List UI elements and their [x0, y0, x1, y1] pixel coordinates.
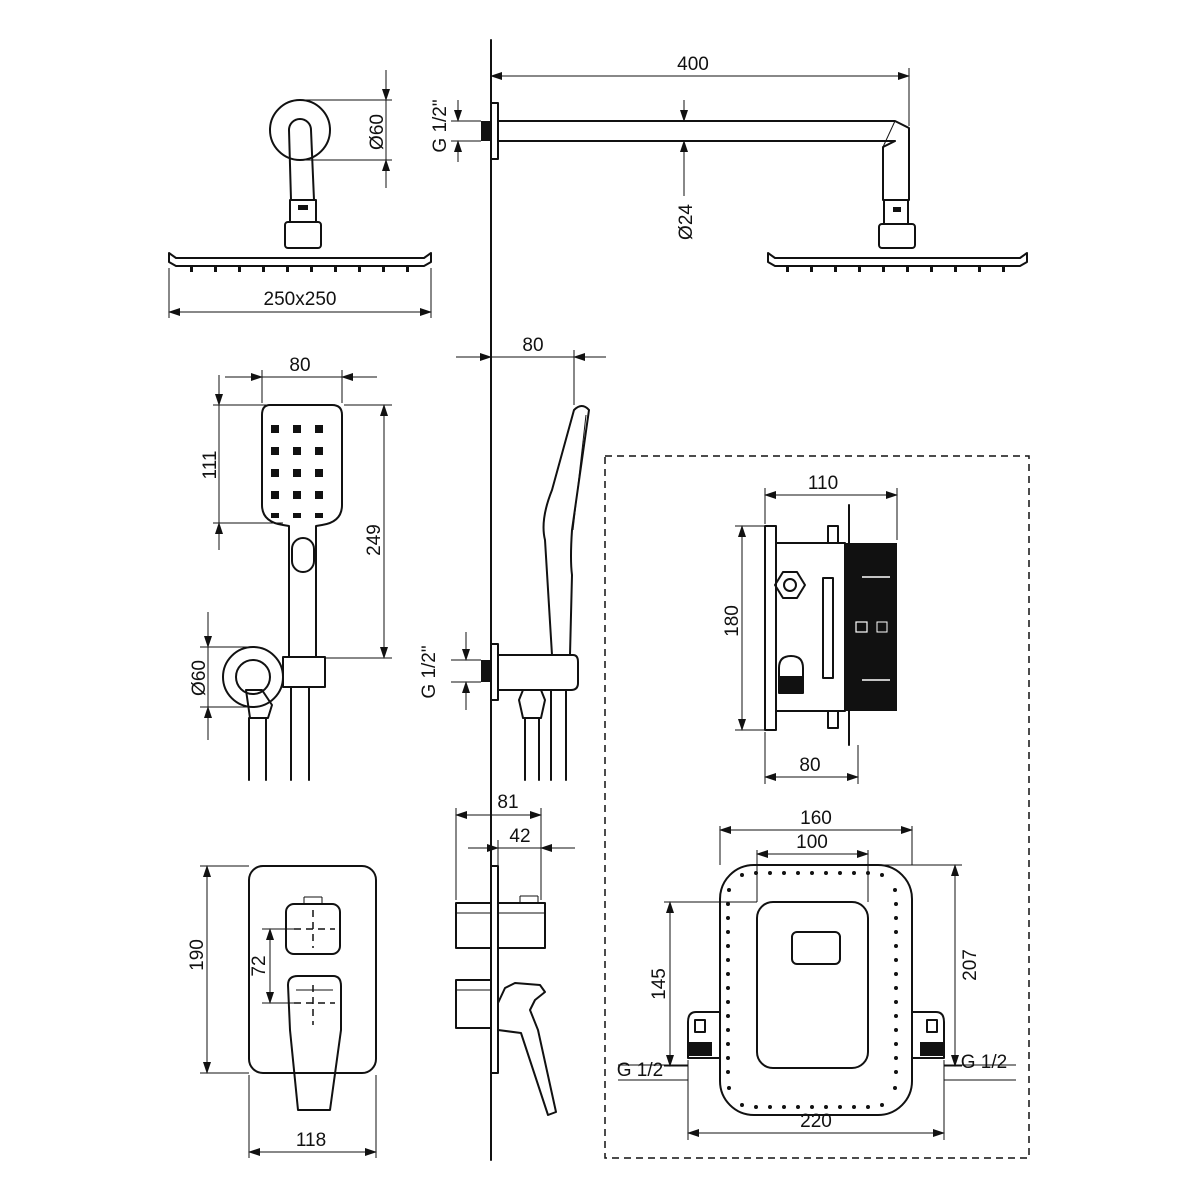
hand-shower-front-view: 80 111 249 Ø60	[189, 355, 392, 781]
body-height-right-label: 207	[960, 949, 981, 981]
hand-thread-label: G 1/2"	[419, 645, 440, 698]
mixer-button-to-lever-label: 72	[249, 955, 270, 976]
hand-total-length-label: 249	[364, 524, 385, 556]
body-front-cover	[756, 901, 869, 1069]
hand-head-height-label: 111	[200, 451, 221, 480]
overhead-arm-diameter-label: Ø24	[676, 204, 697, 240]
body-inlet-left-label: G 1/2	[617, 1060, 663, 1081]
mixer-projection-total-label: 81	[497, 792, 518, 813]
overhead-shower-front-view: Ø60 250x250	[168, 70, 432, 318]
mixer-lever	[287, 975, 342, 1111]
body-depth-label: 110	[808, 473, 838, 494]
mixer-plate-height-label: 190	[187, 939, 208, 971]
body-inlet-right-label: G 1/2	[961, 1052, 1007, 1073]
overhead-front-nozzles	[190, 266, 409, 272]
mixer-trim-side-view: 81 42	[455, 792, 575, 1116]
overhead-flange-diameter-label: Ø60	[367, 114, 388, 150]
overhead-thread-label: G 1/2"	[430, 99, 451, 152]
mixer-plate-width-label: 118	[296, 1130, 326, 1151]
body-depth-min-label: 80	[799, 755, 820, 776]
body-height-label: 180	[722, 605, 743, 637]
hand-shower-nozzle-field	[268, 412, 334, 518]
body-height-left-label: 145	[649, 968, 670, 1000]
concealed-body-front-view: 160 100 145 207 G 1/2 G 1/2 220	[617, 808, 1016, 1140]
hand-projection-label: 80	[522, 335, 543, 356]
body-base-width-label: 220	[800, 1111, 832, 1132]
concealed-body-side-view: 110 180 80	[722, 473, 898, 784]
hand-holder-diameter-label: Ø60	[189, 660, 210, 696]
mixer-trim-front-view: 190 72 118	[187, 865, 377, 1158]
overhead-arm-length-label: 400	[677, 54, 709, 75]
overhead-shower-side-view: 400 G 1/2" Ø24	[430, 54, 1028, 272]
overhead-plate-size-label: 250x250	[264, 289, 337, 310]
concealed-body-frame	[604, 455, 1030, 1159]
hand-shower-side-view: 80 G 1/2"	[419, 335, 606, 781]
body-width-inner-label: 100	[796, 832, 828, 853]
overhead-side-nozzles	[786, 266, 1005, 272]
hand-head-width-label: 80	[289, 355, 310, 376]
body-width-outer-label: 160	[800, 808, 832, 829]
mixer-projection-body-label: 42	[509, 826, 530, 847]
body-screw-holes	[726, 871, 898, 1109]
